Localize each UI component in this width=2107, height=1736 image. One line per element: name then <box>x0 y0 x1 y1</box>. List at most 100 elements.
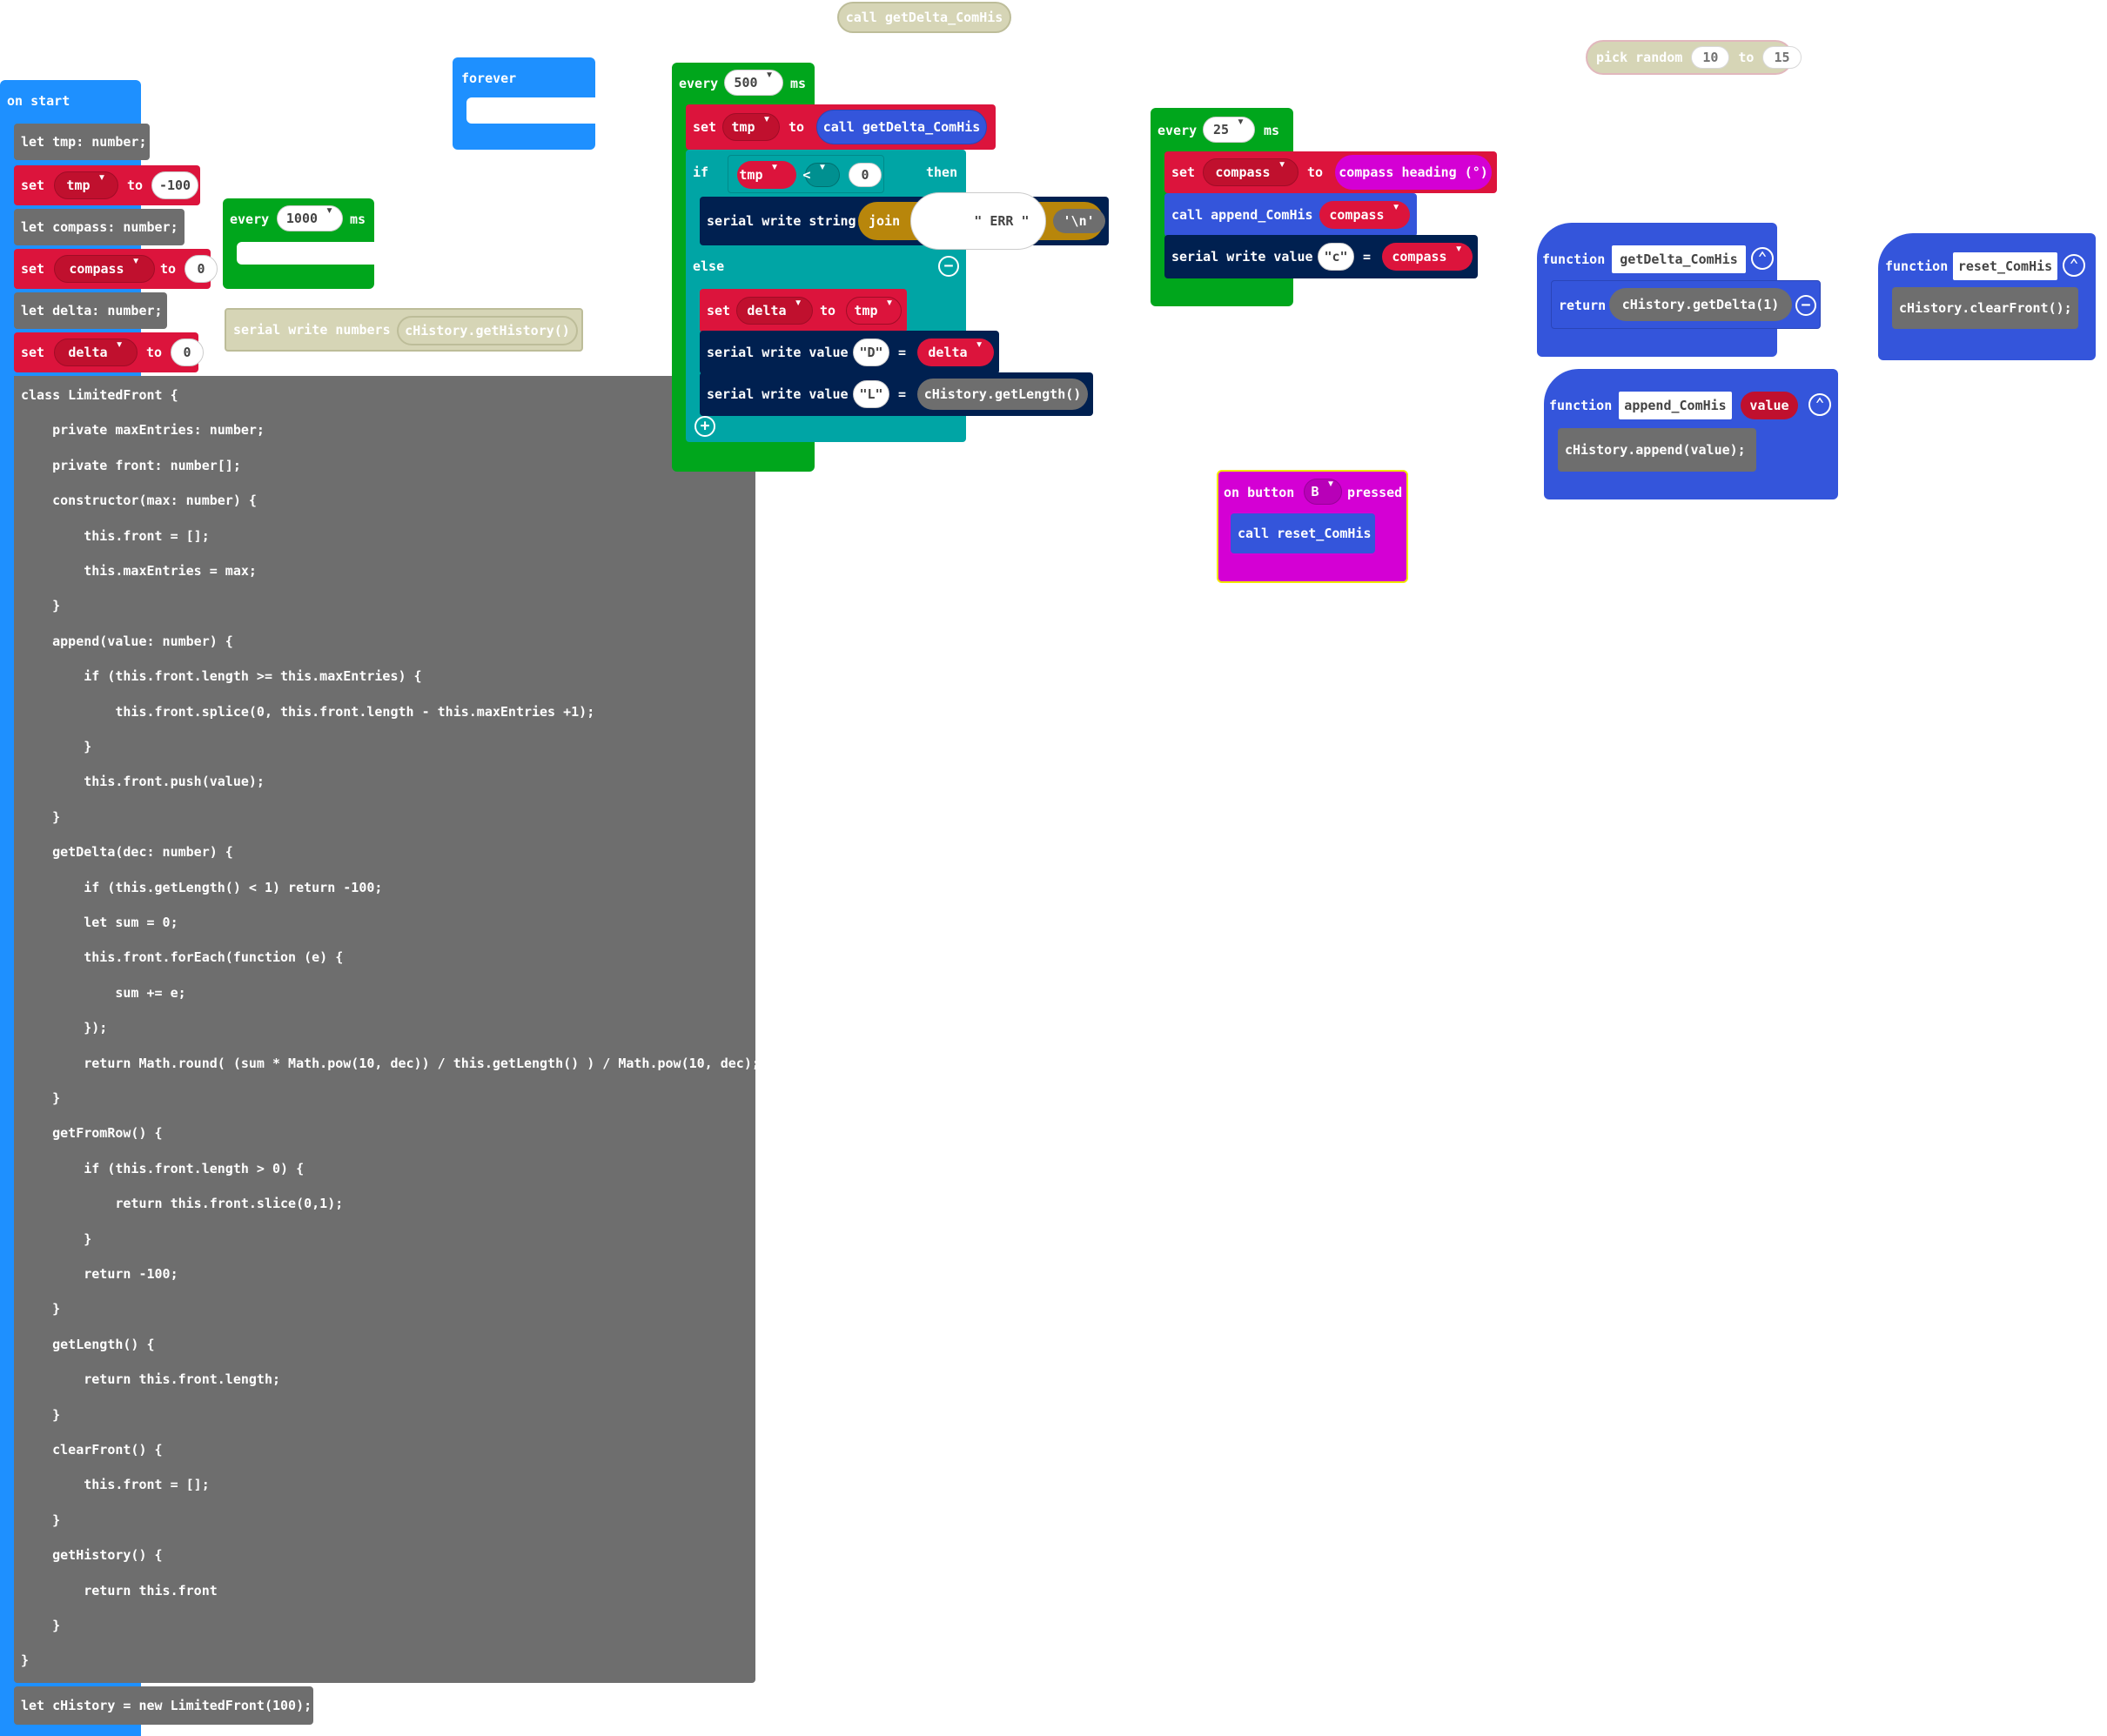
set-tmp-block[interactable]: set tmp ▾ to -100 <box>14 165 200 205</box>
compass-arg-dropdown[interactable]: compass ▾ <box>1319 198 1410 229</box>
let-tmp-statement[interactable]: let tmp: number; <box>14 124 150 160</box>
code-line: } <box>21 1406 61 1423</box>
if-label: if <box>693 164 709 180</box>
set-delta-block[interactable]: set delta ▾ to 0 <box>14 332 204 372</box>
let-chistory-text: let cHistory = new LimitedFront(100); <box>21 1698 312 1713</box>
newline-string[interactable]: '\n' <box>1052 209 1105 233</box>
function-keyword: function <box>1542 251 1606 267</box>
tmp-value-dropdown[interactable]: tmp ▾ <box>846 294 902 325</box>
to-label: to <box>820 303 836 318</box>
operator-dropdown[interactable]: < ▾ <box>802 158 840 187</box>
set-delta-tmp-block[interactable]: set delta ▾ to tmp ▾ <box>700 289 907 332</box>
set-label: set <box>707 303 731 318</box>
return-statement-block[interactable]: return cHistory.getDelta(1) − <box>1551 280 1821 329</box>
interval-dropdown[interactable]: 500 ▾ <box>724 66 783 96</box>
interval-dropdown[interactable]: 25 ▾ <box>1203 113 1255 143</box>
collapse-function-icon[interactable]: ⌃ <box>1808 393 1831 416</box>
let-chistory-statement[interactable]: let cHistory = new LimitedFront(100); <box>14 1686 313 1725</box>
name-l-input[interactable]: "L" <box>853 380 889 408</box>
equals-label: = <box>898 345 907 360</box>
param-value-reporter[interactable]: value <box>1741 392 1798 419</box>
delta-variable-dropdown[interactable]: delta ▾ <box>736 294 813 325</box>
ghost-serial-write-numbers-block[interactable]: serial write numbers cHistory.getHistory… <box>225 308 583 352</box>
code-line: return this.front <box>21 1582 218 1599</box>
remove-else-icon[interactable]: − <box>938 256 959 277</box>
function-keyword: function <box>1885 258 1949 274</box>
interval-dropdown[interactable]: 1000 ▾ <box>277 202 343 231</box>
set-compass-block[interactable]: set compass ▾ to 0 <box>14 249 218 289</box>
call-getdelta-reporter[interactable]: call getDelta_ComHis <box>816 110 987 144</box>
chistory-getdelta-reporter[interactable]: cHistory.getDelta(1) <box>1609 288 1792 321</box>
every-1000-empty-slot <box>237 242 374 265</box>
compass-variable-dropdown[interactable]: compass ▾ <box>1203 156 1298 186</box>
pick-random-to[interactable]: 15 <box>1762 46 1802 69</box>
function-name-field[interactable]: getDelta_ComHis <box>1612 245 1746 273</box>
err-string-input[interactable]: " ERR " <box>910 192 1046 250</box>
add-else-if-icon[interactable]: + <box>695 416 715 437</box>
name-c-input[interactable]: "c" <box>1318 243 1354 271</box>
compass-variable-dropdown[interactable]: compass ▾ <box>54 252 155 283</box>
compass-value-dropdown[interactable]: compass ▾ <box>1382 240 1473 271</box>
button-select-dropdown[interactable]: B ▾ <box>1304 475 1342 505</box>
ghost-call-getdelta-block[interactable]: call getDelta_ComHis <box>837 2 1011 33</box>
chistory-getlength-reporter[interactable]: cHistory.getLength() <box>917 379 1088 410</box>
condition-value-input[interactable]: 0 <box>849 163 882 187</box>
function-name-field[interactable]: reset_ComHis <box>1953 252 2057 280</box>
collapse-function-icon[interactable]: ⌃ <box>2063 254 2085 277</box>
delta-value-input[interactable]: 0 <box>171 338 204 366</box>
delta-value-dropdown[interactable]: delta ▾ <box>917 336 994 366</box>
code-line: if (this.getLength() < 1) return -100; <box>21 879 383 895</box>
code-line: } <box>21 808 61 825</box>
call-append-comhis-block[interactable]: call append_ComHis compass ▾ <box>1164 193 1417 237</box>
else-label: else <box>693 258 725 274</box>
set-compass-heading-block[interactable]: set compass ▾ to compass heading (°) <box>1164 151 1497 193</box>
code-line: clearFront() { <box>21 1442 163 1458</box>
javascript-code-block[interactable]: class LimitedFront { private maxEntries:… <box>14 376 760 1683</box>
collapse-function-icon[interactable]: ⌃ <box>1751 247 1774 270</box>
serial-write-string-block[interactable]: serial write string join " ERR " '\n' − … <box>700 192 1144 250</box>
serial-write-value-d-block[interactable]: serial write value "D" = delta ▾ <box>700 331 999 374</box>
name-d-input[interactable]: "D" <box>853 338 889 366</box>
ms-label: ms <box>1264 123 1280 138</box>
code-line: } <box>21 739 92 754</box>
forever-empty-slot <box>466 97 595 124</box>
call-reset-comhis-block[interactable]: call reset_ComHis <box>1231 513 1375 553</box>
forever-loop-block[interactable]: forever <box>453 57 595 150</box>
compass-heading-reporter[interactable]: compass heading (°) <box>1335 155 1492 190</box>
pick-random-block[interactable]: pick random 10 to 15 <box>1586 40 1802 75</box>
tmp-variable-dropdown[interactable]: tmp ▾ <box>722 111 780 141</box>
code-line: getLength() { <box>21 1336 155 1352</box>
join-reporter[interactable]: join " ERR " '\n' − + <box>858 192 1144 250</box>
chistory-gethistory-arg[interactable]: cHistory.getHistory() <box>397 316 578 345</box>
serial-write-value-c-block[interactable]: serial write value "c" = compass ▾ <box>1164 235 1478 278</box>
remove-join-item-icon[interactable]: − <box>1111 211 1125 231</box>
function-name-field[interactable]: append_ComHis <box>1619 392 1732 419</box>
serial-write-value-l-block[interactable]: serial write value "L" = cHistory.getLen… <box>700 372 1093 416</box>
let-compass-statement[interactable]: let compass: number; <box>14 209 185 245</box>
tmp-value-input[interactable]: -100 <box>151 171 198 199</box>
pick-random-label: pick random <box>1596 50 1683 65</box>
code-line: if (this.front.length >= this.maxEntries… <box>21 668 422 685</box>
chistory-clearfront-statement[interactable]: cHistory.clearFront(); <box>1892 287 2078 329</box>
set-label: set <box>1171 164 1196 180</box>
set-tmp-call-block[interactable]: set tmp ▾ to call getDelta_ComHis <box>686 104 996 150</box>
condition-tmp-dropdown[interactable]: tmp ▾ <box>737 158 796 189</box>
every-1000ms-block[interactable]: every 1000 ▾ ms <box>223 198 374 289</box>
tmp-variable-dropdown[interactable]: tmp ▾ <box>54 169 118 199</box>
remove-return-icon[interactable]: − <box>1795 295 1816 316</box>
to-label: to <box>146 345 163 360</box>
pick-random-from[interactable]: 10 <box>1691 46 1730 69</box>
add-join-item-icon[interactable]: + <box>1130 211 1144 231</box>
call-append-label: call append_ComHis <box>1171 207 1313 223</box>
compass-value-input[interactable]: 0 <box>185 255 218 283</box>
set-label: set <box>21 261 45 277</box>
code-line: private maxEntries: number; <box>21 422 265 439</box>
every-label: every <box>230 211 270 227</box>
let-delta-statement[interactable]: let delta: number; <box>14 292 167 329</box>
chistory-append-text: cHistory.append(value); <box>1565 442 1746 458</box>
every-label: every <box>679 76 719 91</box>
comparison-condition[interactable]: tmp ▾ < ▾ 0 <box>728 155 884 193</box>
chistory-append-statement[interactable]: cHistory.append(value); <box>1558 428 1756 472</box>
join-label: join <box>869 213 901 229</box>
delta-variable-dropdown[interactable]: delta ▾ <box>54 336 138 366</box>
